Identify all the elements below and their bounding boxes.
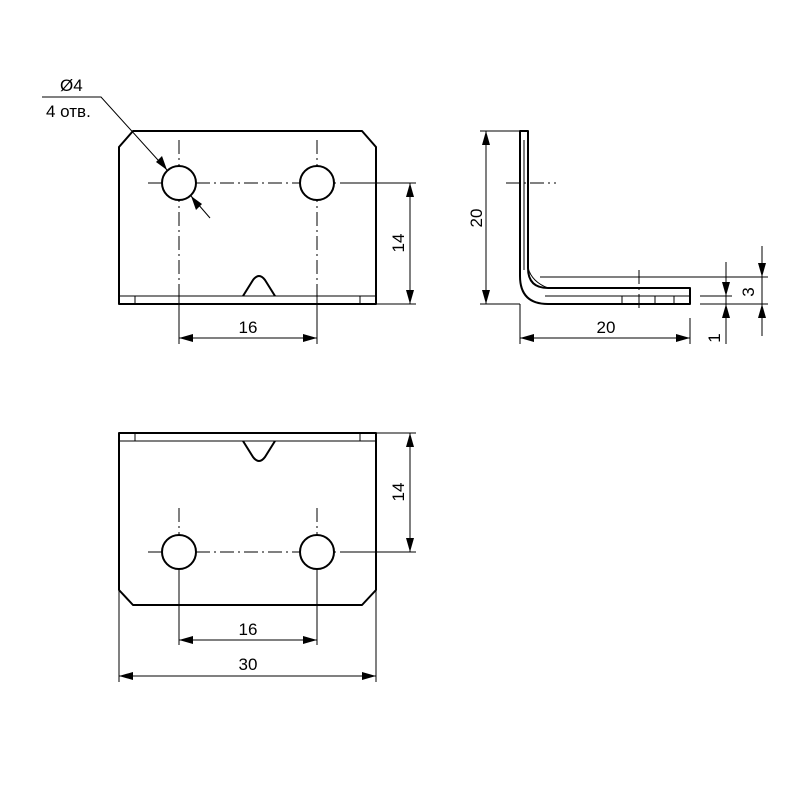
hole-diameter-arrow-bottom: [191, 196, 202, 210]
side-view: 20 20 3 1: [467, 130, 768, 344]
hole-diameter-arrow-top: [156, 156, 167, 170]
hole-diameter-leader: [42, 96, 168, 171]
front-spacing-arrow-right: [303, 334, 317, 342]
front-view-notch: [242, 275, 276, 297]
bottom-view-outline: [118, 432, 377, 606]
side-height-arrow-bottom: [482, 290, 490, 304]
hole-count-label: 4 отв.: [46, 102, 91, 121]
bottom-height-arrow-bottom: [406, 538, 414, 552]
side-offset-label: 3: [739, 287, 758, 296]
front-spacing-label: 16: [239, 318, 258, 337]
front-height-arrow-top: [406, 183, 414, 197]
side-thickness-label: 1: [705, 333, 724, 342]
overall-width-arrow-right: [362, 672, 376, 680]
bottom-view-hole-1: [161, 534, 197, 570]
front-height-arrow-bottom: [406, 290, 414, 304]
side-offset-arrow-top: [758, 263, 766, 277]
side-length-arrow-right: [676, 334, 690, 342]
side-thickness-arrow-bottom: [722, 304, 730, 318]
side-height-arrow-top: [482, 131, 490, 145]
front-view-outline: [118, 130, 377, 305]
bottom-height-arrow-top: [406, 433, 414, 447]
bottom-spacing-arrow-left: [179, 636, 193, 644]
side-length-label: 20: [597, 318, 616, 337]
side-view-profile: [519, 130, 691, 305]
bottom-view-hole-2: [299, 534, 335, 570]
bottom-spacing-arrow-right: [303, 636, 317, 644]
bottom-view: 14 16 30: [118, 432, 416, 682]
bottom-view-notch: [242, 440, 276, 462]
hole-diameter-label: Ø4: [60, 76, 83, 95]
side-offset-arrow-bottom: [758, 304, 766, 318]
front-height-label: 14: [389, 234, 408, 253]
side-view-bend-inner: [527, 267, 549, 289]
overall-width-label: 30: [239, 655, 258, 674]
front-spacing-arrow-left: [179, 334, 193, 342]
side-length-arrow-left: [520, 334, 534, 342]
front-view: Ø4 4 отв. 14 16: [42, 76, 416, 344]
bottom-height-label: 14: [389, 483, 408, 502]
bottom-spacing-label: 16: [239, 620, 258, 639]
overall-width-arrow-left: [119, 672, 133, 680]
side-height-label: 20: [467, 209, 486, 228]
front-view-hole-1: [161, 165, 197, 201]
front-view-hole-2: [299, 165, 335, 201]
side-thickness-arrow-top: [722, 282, 730, 296]
